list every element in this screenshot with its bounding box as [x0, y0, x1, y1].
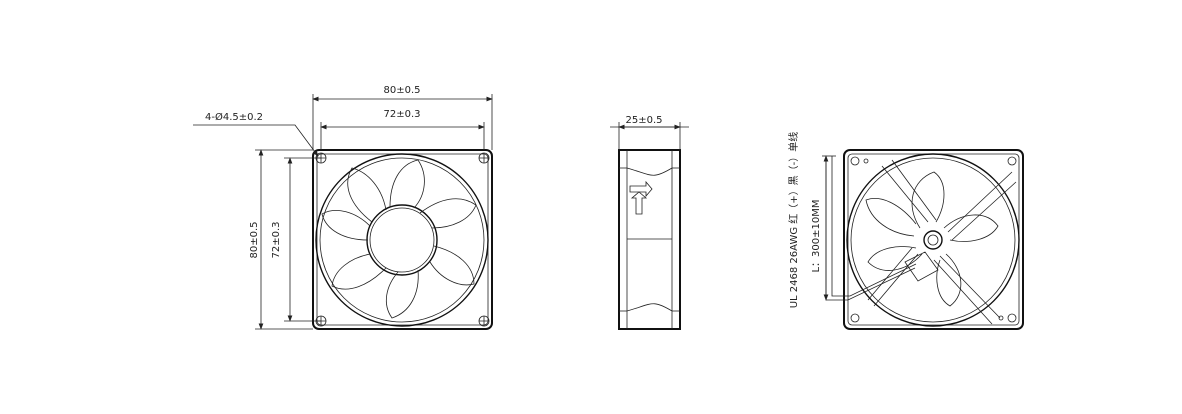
rear-hub: [923, 230, 943, 250]
label-cable-length: L：300±10MM: [811, 199, 822, 272]
front-frame-outer: [312, 149, 493, 330]
label-depth: 25±0.5: [625, 115, 662, 126]
label-mount-holes: 4-Ø4.5±0.2: [205, 111, 263, 123]
rear-fan-blades: [865, 171, 999, 307]
front-view: 80±0.5 72±0.3 4-Ø4.5±0.2 80±0.5 72±0.3: [193, 85, 493, 330]
rotation-arrow-icon: [630, 191, 648, 215]
side-frame: [618, 149, 681, 330]
label-hole-spacing-vertical: 72±0.3: [271, 221, 282, 258]
label-cable-spec: UL 2468 26AWG 红（+）黑（-）单线: [787, 132, 800, 309]
label-hole-spacing: 72±0.3: [383, 109, 420, 120]
front-hub-inner: [369, 207, 435, 273]
airflow-arrow-icon: [629, 180, 653, 198]
lead-wires: [822, 155, 917, 301]
rear-spokes: [867, 159, 1017, 325]
rear-frame-outer: [843, 149, 1024, 330]
front-venturi-ring: [315, 153, 489, 327]
side-view: 25±0.5: [610, 115, 689, 330]
label-outer-width: 80±0.5: [383, 85, 420, 96]
rear-mount-holes: [850, 156, 1017, 323]
front-venturi-inner-ring: [319, 157, 485, 323]
front-hub-outer: [366, 204, 438, 276]
label-outer-height: 80±0.5: [249, 221, 260, 258]
front-fan-blades: [321, 159, 477, 319]
rear-venturi-ring: [846, 153, 1020, 327]
rear-view: L：300±10MM UL 2468 26AWG 红（+）黑（-）单线: [787, 132, 1024, 330]
leader-mount-holes: [193, 124, 319, 157]
